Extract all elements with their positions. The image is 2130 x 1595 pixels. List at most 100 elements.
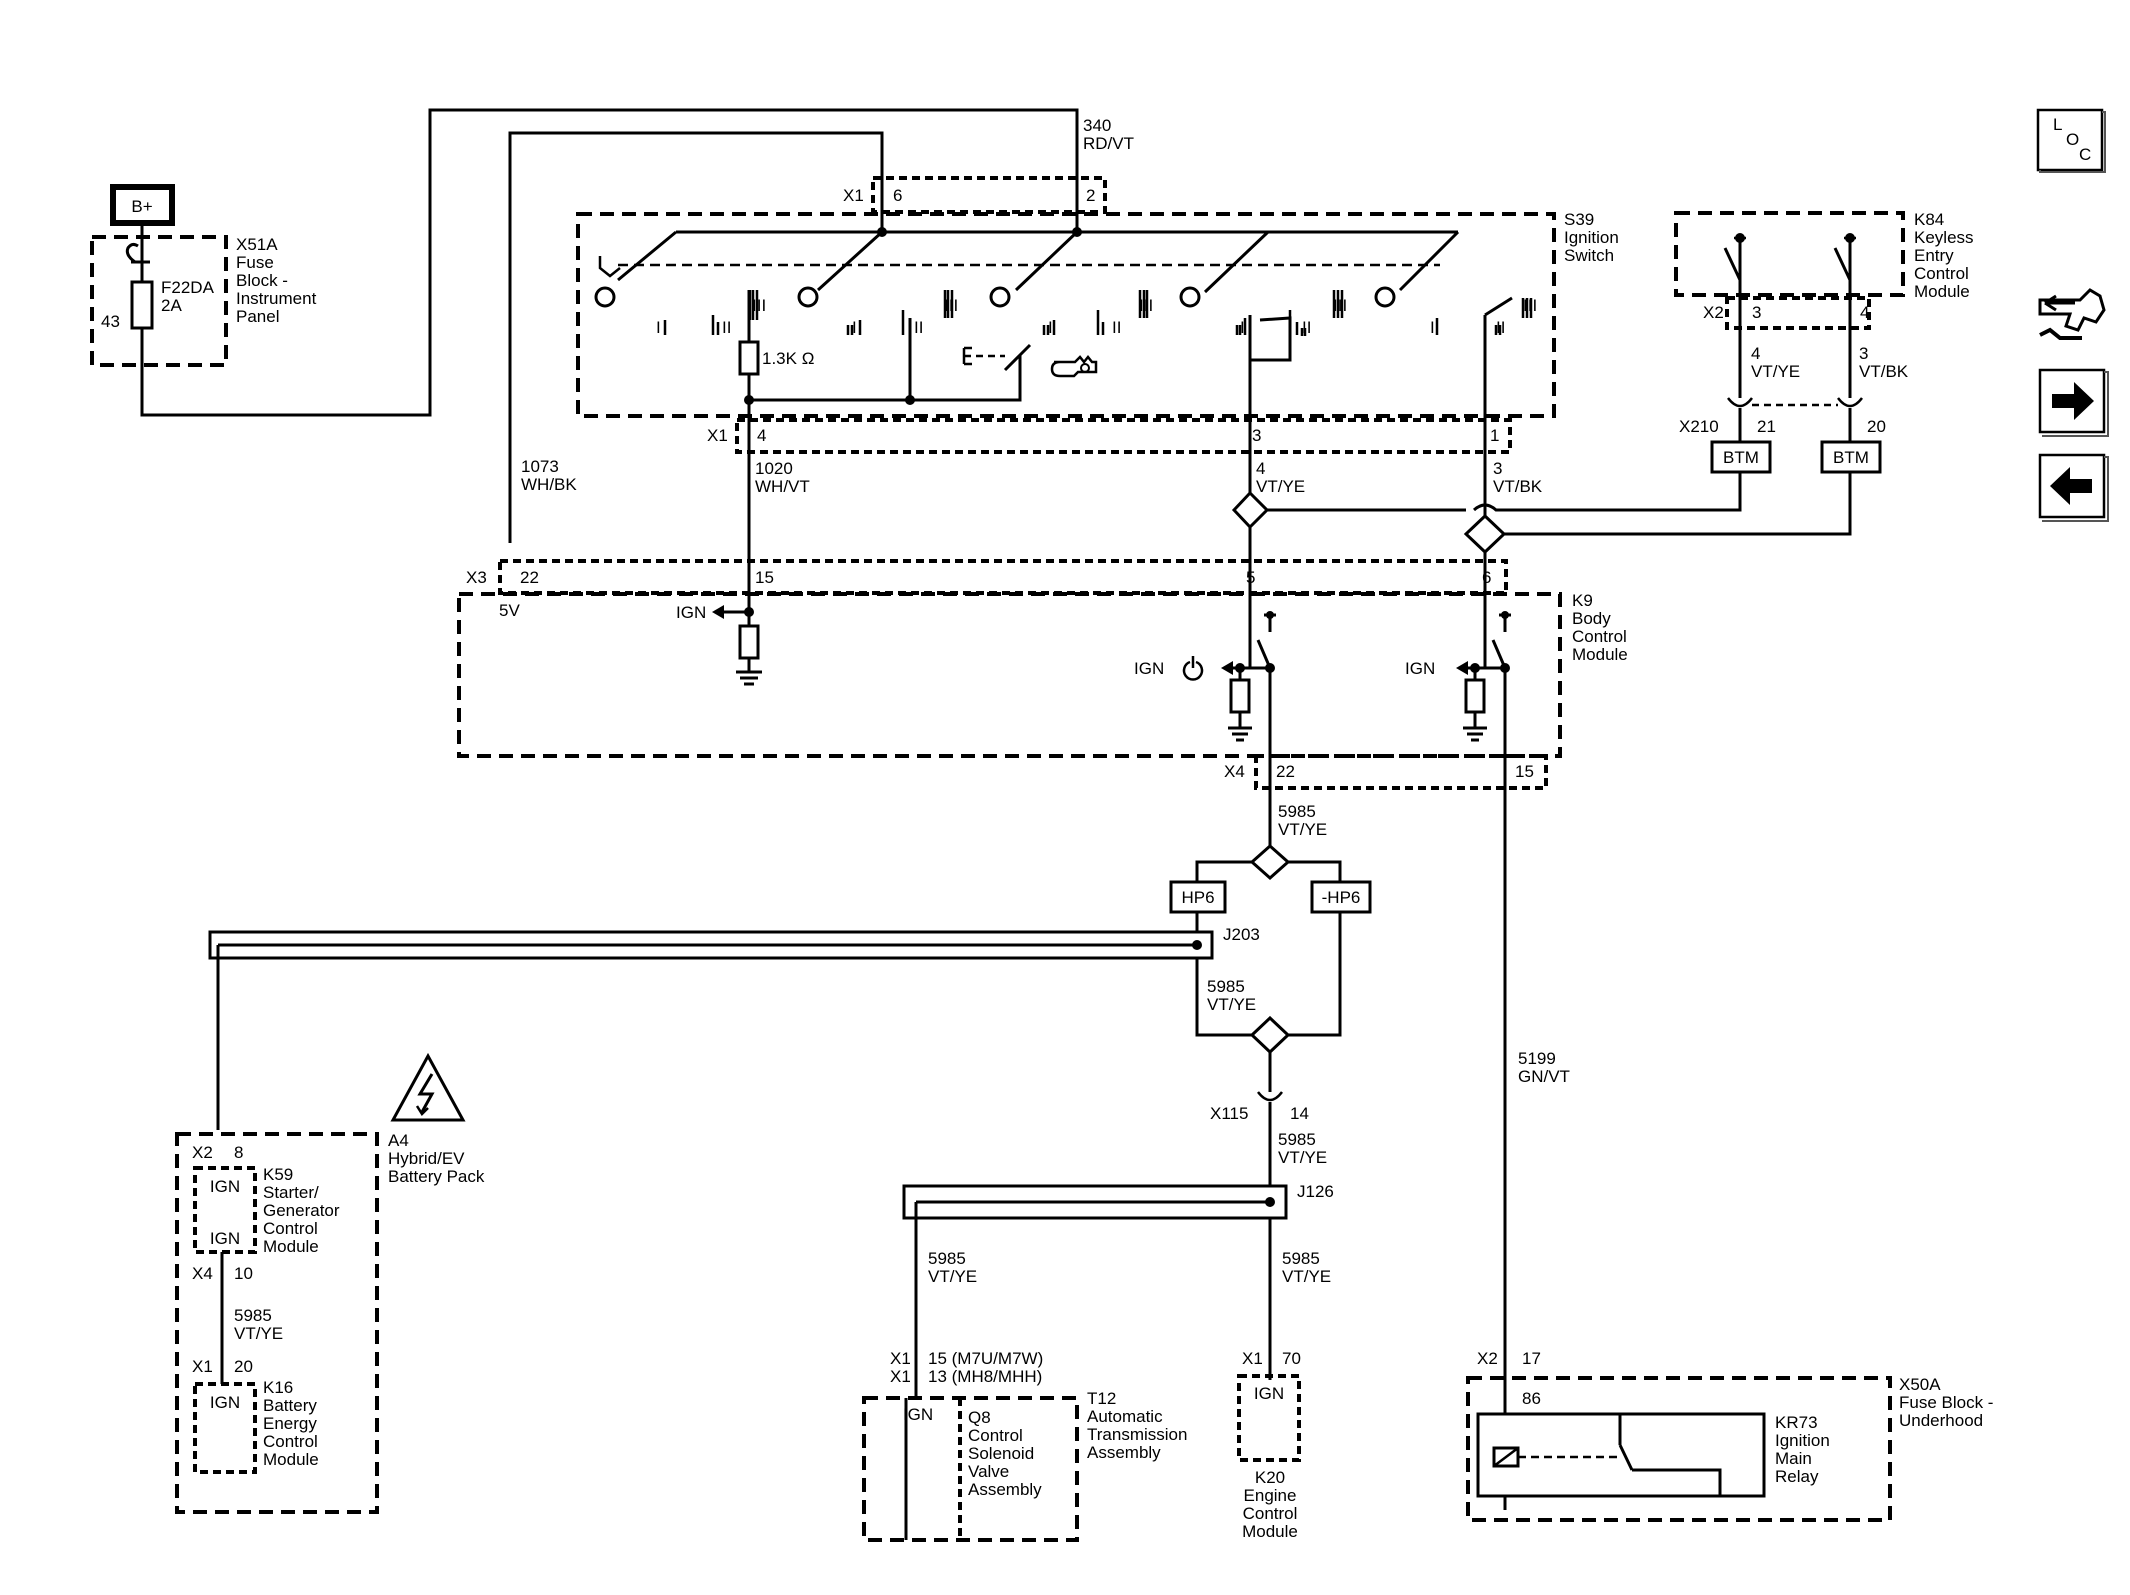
s39-x1-top-pin-6: 6 (893, 186, 902, 205)
wire-3-circuit-b: 3 (1859, 344, 1868, 363)
wire-4-circuit-a: 4 (1256, 459, 1265, 478)
k59-ign-2: IGN (210, 1229, 240, 1248)
wire-3-color-a: VT/BK (1493, 477, 1543, 496)
wire-5985-color-d: VT/YE (928, 1267, 977, 1286)
btm-box-2 (1820, 440, 1882, 474)
t12-ign: IGN (903, 1405, 933, 1424)
t12-x1-name-b: X1 (890, 1367, 911, 1386)
svg-text:Fuse: Fuse (236, 253, 274, 272)
svg-text:Transmission: Transmission (1087, 1425, 1187, 1444)
s39-ignition-switch (576, 212, 1556, 418)
svg-text:K84: K84 (1914, 210, 1944, 229)
svg-text:Main: Main (1775, 1449, 1812, 1468)
t12-pin-15: 15 (M7U/M7W) (928, 1349, 1043, 1368)
wire-5985-color-c: VT/YE (1278, 1148, 1327, 1167)
btm-label-1: BTM (1723, 448, 1759, 467)
x115-pin-14: 14 (1290, 1104, 1309, 1123)
svg-text:K9: K9 (1572, 591, 1593, 610)
s39-x1-top-pin-2: 2 (1086, 186, 1095, 205)
svg-text:Valve: Valve (968, 1462, 1009, 1481)
svg-text:Module: Module (1914, 282, 1970, 301)
svg-text:A4: A4 (388, 1131, 409, 1150)
k9-ign-label-2: IGN (1134, 659, 1164, 678)
arrow-left-button[interactable] (2038, 453, 2109, 522)
s39-pos-ii-3: II (1112, 318, 1121, 337)
battery-positive-symbol: B+ (110, 184, 175, 226)
svg-text:Relay: Relay (1775, 1467, 1819, 1486)
s39-x1-bottom-name: X1 (707, 426, 728, 445)
k9-x3-pin-22: 22 (520, 568, 539, 587)
svg-text:Module: Module (263, 1237, 319, 1256)
fuse-f22da-label: F22DA (161, 278, 215, 297)
k84-x2-pin-3: 3 (1752, 303, 1761, 322)
s39-x1-bottom-pin-4: 4 (757, 426, 766, 445)
svg-text:Instrument: Instrument (236, 289, 317, 308)
svg-text:Ignition: Ignition (1775, 1431, 1830, 1450)
wire-340-circuit: 340 (1083, 116, 1111, 135)
x115-name: X115 (1210, 1104, 1248, 1123)
s39-pos-iii-5: III (1523, 296, 1537, 315)
s39-pos-iii-1: III (752, 296, 766, 315)
svg-text:X50A: X50A (1899, 1375, 1941, 1394)
k84-switches (1723, 233, 1856, 281)
connector-icon[interactable] (2038, 288, 2106, 340)
neg-hp6-label: -HP6 (1322, 888, 1361, 907)
s39-pos-ii-4: II (1302, 318, 1311, 337)
splice-diamond-5985-a (1249, 843, 1291, 881)
x210-pin-21: 21 (1757, 417, 1776, 436)
loc-button[interactable]: L O C (2036, 108, 2106, 173)
kr73-coil (1492, 1414, 1722, 1496)
j203-label: J203 (1223, 925, 1260, 944)
k20-ign: IGN (1254, 1384, 1284, 1403)
arrow-left-icon (2050, 467, 2092, 505)
s39-pos-i-1: I (656, 318, 661, 337)
svg-text:Battery Pack: Battery Pack (388, 1167, 485, 1186)
s39-pos-ii-5: II (1496, 318, 1505, 337)
svg-text:Entry: Entry (1914, 246, 1954, 265)
b-plus-label: B+ (131, 197, 152, 216)
wire-1020-color: WH/VT (755, 477, 810, 496)
wire-3-circuit-a: 3 (1493, 459, 1502, 478)
k59-x4-pin-10: 10 (234, 1264, 253, 1283)
k9-x4-connector (1254, 754, 1548, 790)
arrow-right-button[interactable] (2038, 368, 2109, 437)
svg-text:Generator: Generator (263, 1201, 340, 1220)
svg-text:Control: Control (1243, 1504, 1298, 1523)
btm-label-2: BTM (1833, 448, 1869, 467)
svg-text:KR73: KR73 (1775, 1413, 1818, 1432)
k20-engine-control-module (1237, 1374, 1301, 1462)
t12-transmission-assembly (862, 1396, 1079, 1542)
a4-battery-pack (175, 1132, 379, 1514)
k9-ign-input-15 (712, 605, 762, 686)
svg-text:Fuse Block -: Fuse Block - (1899, 1393, 1993, 1412)
k9-ign-input-5 (1221, 611, 1276, 780)
s39-resistor-label: 1.3K Ω (762, 349, 814, 368)
wire-5985-color-b: VT/YE (1207, 995, 1256, 1014)
j126-splice-bar (902, 1184, 1288, 1400)
svg-text:Panel: Panel (236, 307, 279, 326)
svg-text:Module: Module (1572, 645, 1628, 664)
k59-x2-pin-8: 8 (234, 1143, 243, 1162)
wire-1020-circuit: 1020 (755, 459, 793, 478)
kr73-label: KR73 Ignition Main Relay (1775, 1413, 1830, 1486)
s39-pos-ii-2: II (914, 318, 923, 337)
x51a-pin-label: 43 (101, 312, 120, 331)
wire-5985-circuit-b: 5985 (1207, 977, 1245, 996)
k20-x1-pin-70: 70 (1282, 1349, 1301, 1368)
wire-1073-color: WH/BK (521, 475, 577, 494)
k16-ign: IGN (210, 1393, 240, 1412)
s39-pos-iii-3: III (1139, 296, 1153, 315)
k9-x3-connector (498, 559, 1508, 595)
wire-5985-circuit-c: 5985 (1278, 1130, 1316, 1149)
k9-x4-pin-22: 22 (1276, 762, 1295, 781)
power-icon (1182, 656, 1204, 681)
wire-5199-color: GN/VT (1518, 1067, 1570, 1086)
wire-1073-circuit: 1073 (521, 457, 559, 476)
k59-label: K59 Starter/ Generator Control Module (263, 1165, 340, 1256)
svg-text:Control: Control (263, 1219, 318, 1238)
k9-label: K9 Body Control Module (1572, 591, 1628, 664)
k20-x1-name: X1 (1242, 1349, 1263, 1368)
splice-diamond-vt-bk (1463, 513, 1507, 555)
x50a-x2-pin-17: 17 (1522, 1349, 1541, 1368)
